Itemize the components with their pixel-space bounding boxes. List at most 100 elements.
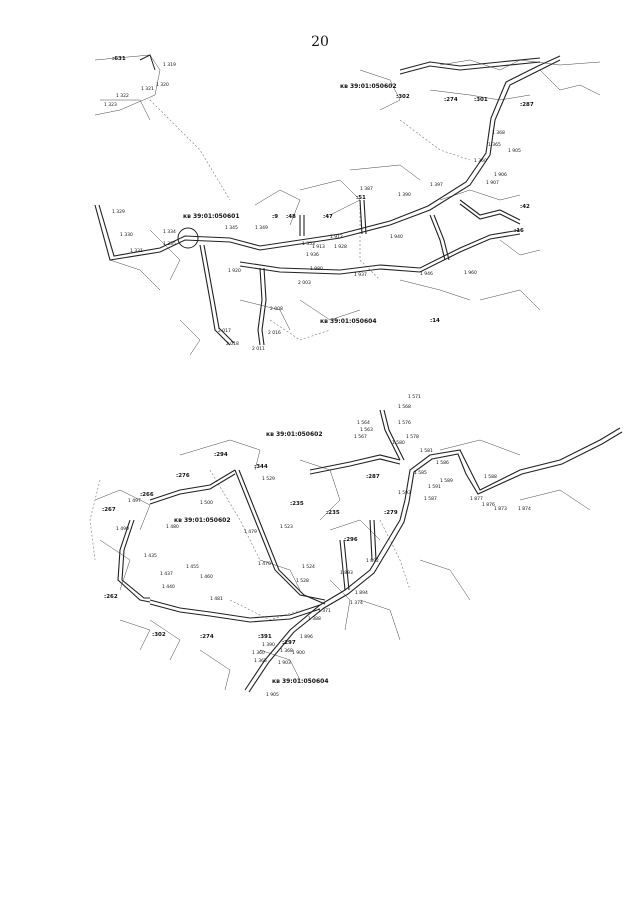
- point-label: 1 360: [474, 158, 487, 164]
- point-label: 1 576: [398, 420, 411, 426]
- point-label: 1 936: [306, 252, 319, 258]
- point-label: 1 896: [300, 634, 313, 640]
- point-label: 1 568: [398, 404, 411, 410]
- point-label: 1 390: [262, 642, 275, 648]
- point-label: 1 578: [406, 434, 419, 440]
- point-label: 1 940: [390, 234, 403, 240]
- bottom-map: [89, 409, 623, 693]
- point-label: 1 903: [278, 660, 291, 666]
- point-label: 1 460: [200, 574, 213, 580]
- parcel-label: :267: [102, 507, 116, 513]
- top-map-labels: кв 39:01:050602 кв 39:01:050601 кв 39:01…: [104, 56, 534, 352]
- parcel-label: :48: [286, 214, 296, 220]
- point-label: 1 892: [366, 558, 379, 564]
- point-label: 1 563: [360, 427, 373, 433]
- point-label: 1 912: [330, 234, 343, 240]
- point-label: 1 581: [420, 448, 433, 454]
- parcel-label: :51: [356, 195, 366, 201]
- point-label: 1 497: [128, 498, 141, 504]
- point-label: 1 894: [355, 590, 368, 596]
- point-label: 1 585: [414, 470, 427, 476]
- point-label: 1 345: [225, 225, 238, 231]
- point-label: 1 320: [156, 82, 169, 88]
- point-label: 1 571: [408, 394, 421, 400]
- point-label: 1 334: [163, 229, 176, 235]
- point-label: 1 322: [116, 93, 129, 99]
- quarter-label: кв 39:01:050602: [174, 517, 231, 524]
- parcel-label: :296: [344, 537, 358, 543]
- point-label: 1 435: [144, 553, 157, 559]
- point-label: 1 390: [398, 192, 411, 198]
- top-map: [94, 54, 601, 356]
- point-label: 1 567: [354, 434, 367, 440]
- point-label: 1 900: [292, 650, 305, 656]
- point-label: 1 893: [340, 570, 353, 576]
- bottom-map-labels: кв 39:01:050602 кв 39:01:050602 кв 39:01…: [102, 394, 531, 698]
- parcel-label: :16: [514, 228, 524, 234]
- point-label: 1 874: [518, 506, 531, 512]
- point-label: 1 349: [255, 225, 268, 231]
- point-label: 1 905: [508, 148, 521, 154]
- point-label: 1 586: [436, 460, 449, 466]
- parcel-label: :287: [366, 474, 380, 480]
- parcel-label: :631: [112, 56, 126, 62]
- quarter-label: кв 39:01:050602: [266, 431, 323, 438]
- point-label: 1 913: [312, 244, 325, 250]
- parcel-label: :279: [384, 510, 398, 516]
- point-label: 1 946: [420, 271, 433, 277]
- point-label: 1 397: [430, 182, 443, 188]
- page-number: 20: [311, 34, 329, 50]
- point-label: 1 524: [302, 564, 315, 570]
- parcel-label: :301: [474, 97, 488, 103]
- parcel-label: :294: [214, 452, 228, 458]
- point-label: 1 479: [244, 529, 257, 535]
- point-label: 2 008: [270, 306, 283, 312]
- point-label: 1 440: [162, 584, 175, 590]
- point-label: 1 906: [494, 172, 507, 178]
- point-label: 1 523: [280, 524, 293, 530]
- point-label: 2 011: [252, 346, 265, 352]
- point-label: 1 360: [252, 650, 265, 656]
- parcel-label: :42: [520, 204, 530, 210]
- point-label: 1 500: [200, 500, 213, 506]
- point-label: 1 368: [492, 130, 505, 136]
- point-label: 1 873: [494, 506, 507, 512]
- point-label: 1 480: [166, 524, 179, 530]
- point-label: 1 920: [228, 268, 241, 274]
- point-label: 1 353: [302, 241, 315, 247]
- point-label: 2 003: [298, 280, 311, 286]
- point-label: 1 321: [141, 86, 154, 92]
- point-label: 1 365: [488, 142, 501, 148]
- point-label: 1 529: [262, 476, 275, 482]
- quarter-label: кв 39:01:050604: [320, 318, 377, 325]
- point-label: 1 905: [266, 692, 279, 698]
- point-label: 1 331: [130, 248, 143, 254]
- point-label: 2 016: [268, 330, 281, 336]
- point-label: 1 980: [310, 266, 323, 272]
- point-label: 1 365: [254, 658, 267, 664]
- point-label: 1 928: [334, 244, 347, 250]
- point-label: 1 587: [424, 496, 437, 502]
- parcel-label: :287: [520, 102, 534, 108]
- point-label: 2 018: [226, 341, 239, 347]
- quarter-label: кв 39:01:050604: [272, 678, 329, 685]
- point-label: 1 589: [440, 478, 453, 484]
- point-label: 1 528: [296, 578, 309, 584]
- parcel-label: :276: [176, 473, 190, 479]
- point-label: 1 490: [116, 526, 129, 532]
- point-label: 2 017: [218, 328, 231, 334]
- parcel-label: :266: [140, 492, 154, 498]
- parcel-label: :391: [258, 634, 272, 640]
- parcel-label: :274: [200, 634, 214, 640]
- parcel-label: :262: [104, 594, 118, 600]
- parcel-label: :302: [396, 94, 410, 100]
- point-label: 1 319: [163, 62, 176, 68]
- parcel-label: :9: [272, 214, 278, 220]
- parcel-label: :344: [254, 464, 268, 470]
- point-label: 1 455: [186, 564, 199, 570]
- point-label: 1 481: [210, 596, 223, 602]
- parcel-label: :235: [326, 510, 340, 516]
- parcel-label: :14: [430, 318, 440, 324]
- point-label: 1 907: [486, 180, 499, 186]
